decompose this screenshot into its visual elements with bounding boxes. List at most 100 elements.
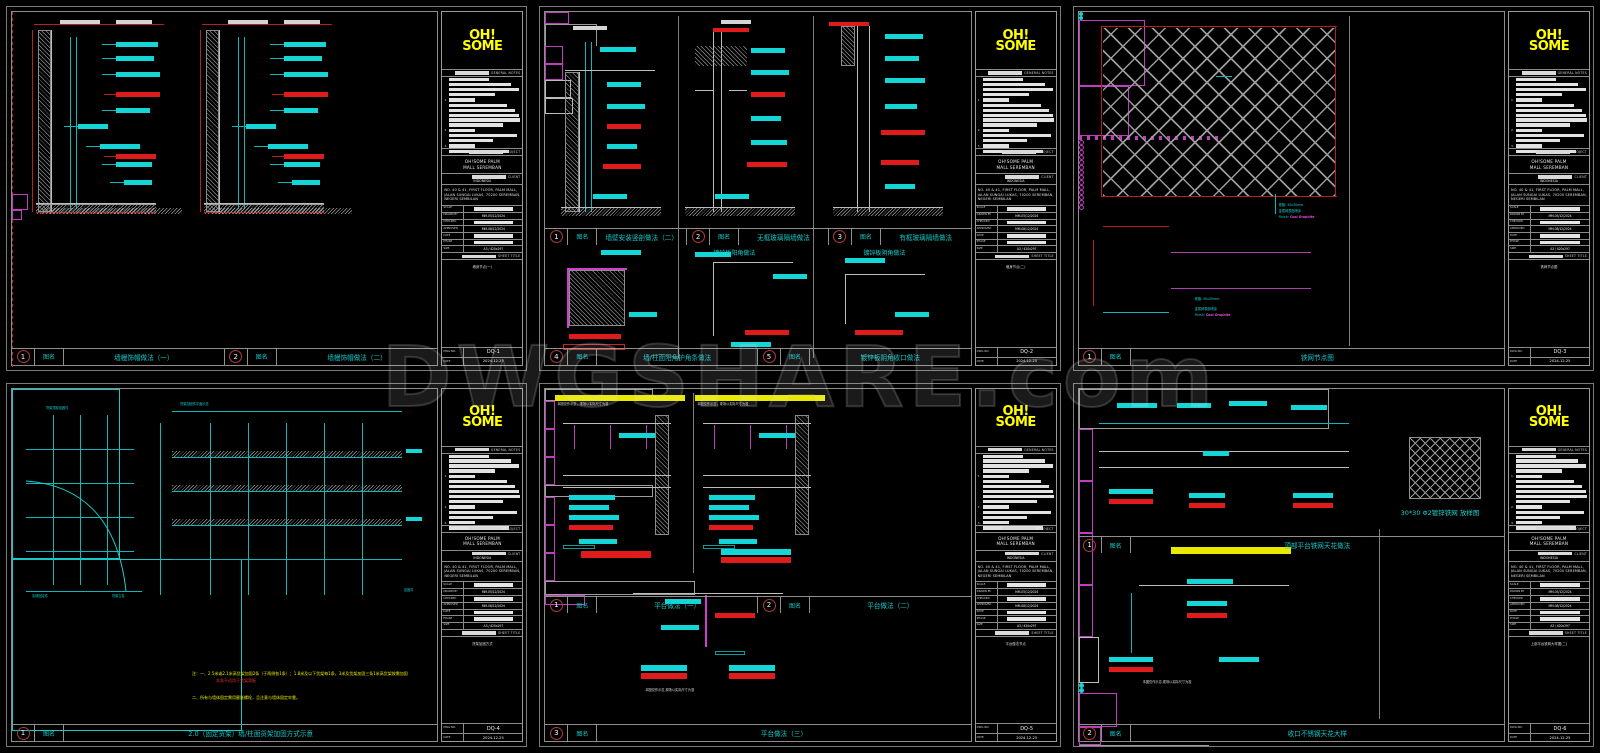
annotation-label-cyan[interactable] xyxy=(292,180,320,185)
detail-number-circle[interactable]: 1 xyxy=(549,230,563,243)
wire-node[interactable] xyxy=(1078,170,1084,175)
project-header[interactable]: PROJECT xyxy=(975,149,1056,156)
general-note-number[interactable]: 1. xyxy=(977,474,981,479)
annotation-label-cyan[interactable] xyxy=(845,258,886,263)
general-note-number[interactable]: 2. xyxy=(977,504,981,509)
annotation-label-cyan[interactable] xyxy=(751,140,788,145)
titleblock-row-value[interactable] xyxy=(464,220,522,226)
detail-caption-label[interactable]: 图名 xyxy=(567,725,598,741)
wire-node[interactable] xyxy=(1078,150,1084,155)
titleblock-row[interactable]: SCALE xyxy=(442,205,523,213)
reference-line-red[interactable] xyxy=(12,220,13,370)
annotation-box-cyan[interactable] xyxy=(563,544,596,549)
wire-node[interactable] xyxy=(1078,140,1084,145)
drawing-date-label[interactable]: DATE xyxy=(1509,734,1531,741)
general-note-bar[interactable] xyxy=(982,92,1029,97)
spacer[interactable] xyxy=(978,456,982,457)
spacer[interactable] xyxy=(1511,501,1515,502)
titleblock-row-key[interactable]: DATE xyxy=(1509,233,1531,239)
spacer[interactable] xyxy=(1511,79,1515,80)
general-note-bar[interactable] xyxy=(982,459,1045,463)
titleblock-row-key[interactable]: SCALE xyxy=(976,205,998,212)
general-notes-header[interactable]: GENERAL NOTES xyxy=(1508,447,1589,454)
spacer[interactable] xyxy=(978,120,982,121)
general-note-line[interactable]: 1. xyxy=(444,474,520,478)
drawing-date-row[interactable]: DATE 2024-12-25 xyxy=(1508,733,1589,741)
annotation-label-cyan[interactable] xyxy=(1292,492,1333,498)
detail-number-circle[interactable]: 4 xyxy=(549,350,563,363)
spacer[interactable] xyxy=(978,461,982,462)
annotation-label-red[interactable] xyxy=(581,550,652,558)
titleblock-row-key[interactable]: CHECKED xyxy=(1509,219,1531,226)
detail-caption-label[interactable]: 图名 xyxy=(1100,348,1131,365)
spacer[interactable] xyxy=(444,140,448,141)
drawing-date-value[interactable]: 2024-12-25 xyxy=(1549,735,1571,740)
detail-caption-label[interactable]: 图名 xyxy=(1100,725,1131,741)
general-note-line[interactable]: 3. xyxy=(444,521,520,525)
brand-logo[interactable]: OH!SOME xyxy=(1508,389,1589,447)
titleblock-row-value[interactable]: A3 / 420x297 xyxy=(998,623,1056,629)
general-note-number[interactable]: 2. xyxy=(1510,504,1514,509)
general-notes-header-text[interactable]: GENERAL NOTES xyxy=(1511,71,1587,75)
header-hatch[interactable] xyxy=(841,26,856,66)
general-note-bar[interactable] xyxy=(1515,515,1560,519)
general-note-bar[interactable] xyxy=(982,87,1053,92)
titleblock-row-value-text[interactable]: MM-05/12/2024 xyxy=(1015,590,1039,595)
floor-hatch[interactable] xyxy=(561,208,662,216)
annotation-label-cyan[interactable] xyxy=(619,432,656,438)
spacer[interactable] xyxy=(978,501,982,502)
annotation-label-cyan[interactable] xyxy=(284,42,326,47)
spacer[interactable] xyxy=(444,94,448,95)
hanger-rod[interactable] xyxy=(705,594,708,647)
general-notes-header-text[interactable]: GENERAL NOTES xyxy=(444,448,520,452)
annotation-label-red[interactable] xyxy=(721,556,792,563)
mesh-panel[interactable] xyxy=(1102,28,1335,196)
titleblock-row-value[interactable] xyxy=(998,206,1056,212)
column-hatch[interactable] xyxy=(569,270,626,326)
project-address[interactable]: NO. 40 & 41, FIRST FLOOR, PALM MALL, JAL… xyxy=(975,562,1056,583)
annotation-label-cyan[interactable] xyxy=(100,144,140,149)
titleblock-row-value-bar[interactable] xyxy=(473,220,513,225)
spacer[interactable] xyxy=(978,512,982,513)
annotation-label-cyan[interactable] xyxy=(569,514,620,520)
titleblock-row[interactable]: DATE xyxy=(442,609,523,617)
annotation-label-cyan[interactable] xyxy=(116,72,160,77)
general-note-line[interactable] xyxy=(1511,103,1587,107)
general-note-line[interactable] xyxy=(978,108,1054,112)
mesh-node[interactable] xyxy=(1078,682,1084,688)
project-address[interactable]: NO. 40 & 41, FIRST FLOOR, PALM MALL, JAL… xyxy=(1508,185,1589,206)
general-note-bar[interactable] xyxy=(449,128,476,133)
titleblock-row-value[interactable]: MM-05/12/2024 xyxy=(464,589,522,595)
detail-number[interactable]: 1 xyxy=(12,350,34,363)
spacer[interactable] xyxy=(444,110,448,111)
titleblock-row-value[interactable] xyxy=(464,616,522,622)
titleblock-row-value[interactable] xyxy=(998,616,1056,622)
titleblock-row-key[interactable]: SCALE xyxy=(442,582,465,589)
titleblock-row-value[interactable]: MM-08/12/2024 xyxy=(1531,226,1589,232)
spacer[interactable] xyxy=(1511,140,1515,141)
wall-hatch[interactable] xyxy=(38,30,51,212)
annotation-label-red[interactable] xyxy=(729,672,776,679)
general-notes-header-text[interactable]: GENERAL NOTES xyxy=(1511,448,1587,452)
titleblock-row-value-bar[interactable] xyxy=(1007,206,1047,211)
project-address[interactable]: NO. 40 & 41, FIRST FLOOR, PALM MALL, JAL… xyxy=(975,185,1056,206)
spacer[interactable] xyxy=(1511,94,1515,95)
general-note-line[interactable] xyxy=(1511,494,1587,499)
annotation-label-cyan[interactable] xyxy=(1108,488,1153,494)
annotation-label-red[interactable] xyxy=(641,672,688,679)
general-note-bar[interactable] xyxy=(982,103,1041,107)
titleblock-row-value[interactable]: A3 / 420x297 xyxy=(1531,623,1589,629)
dimension-node[interactable] xyxy=(1078,16,1083,20)
titleblock-row-key[interactable]: DRAWN BY xyxy=(1509,212,1531,219)
